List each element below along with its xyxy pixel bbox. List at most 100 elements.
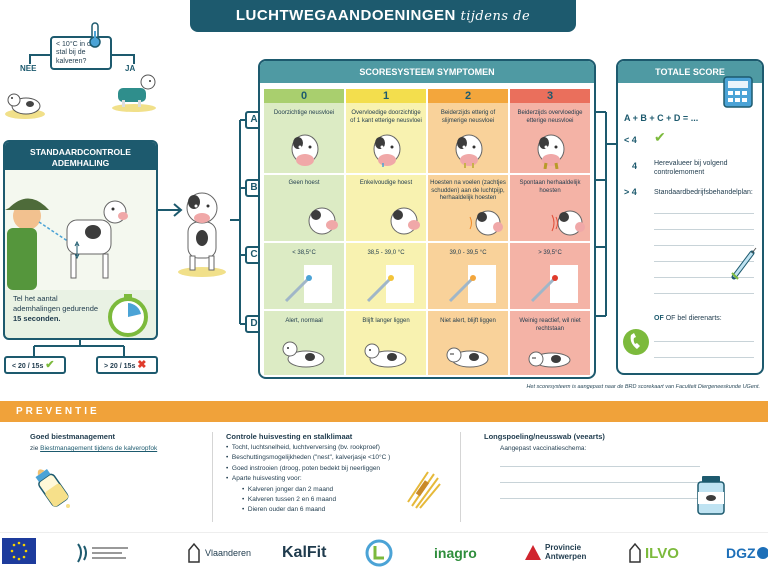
straw-bundle-icon [407,471,441,509]
row-connector [230,119,246,325]
prevention-label: PREVENTIE [16,406,100,417]
cell-b3: Spontaan herhaaldelijk hoesten [519,180,581,194]
thermometer-tail-icon [284,265,332,303]
write-line [654,229,754,230]
calf-coughing-icon [551,210,585,236]
calf-lying-icon [282,341,325,368]
rule-cond-3: > 4 [624,187,637,197]
result-bad: > 20 / 15s ✖ [96,356,158,374]
write-line [654,245,754,246]
phone-icon [623,329,649,355]
cow-face-icon [455,134,483,168]
ilvo-logo: ILVO [628,538,679,568]
write-line [654,341,754,342]
scoring-title: SCORESYSTEEM SYMPTOMEN [260,61,594,83]
write-line [654,293,754,294]
scoring-system-panel: SCORESYSTEEM SYMPTOMEN 0 1 2 3 Doorzicht… [258,59,596,379]
cow-face-icon [537,134,565,169]
vaccine-vial-icon [697,476,725,515]
panel-connector [596,111,616,317]
total-score-panel: TOTALE SCORE A + B + C + D = ... < 4 ✔ 4… [616,59,764,375]
result-ok: < 20 / 15s ✔ [4,356,66,374]
thermometer-icon [89,22,101,48]
temperature-question: < 10°C in de stal bij de kalveren? [50,36,112,70]
calf-head-icon [390,207,420,235]
write-line [654,277,754,278]
write-line [500,498,700,499]
score-header-2: 2 [428,89,508,103]
prevention-bar [0,401,768,422]
farmer-and-calf-illustration [5,170,156,290]
cell-d0: Alert, normaal [285,318,323,324]
arrow-icon [158,203,183,217]
housing-title: Controle huisvesting en stalklimaat [226,432,353,441]
cell-c1: 38,5 - 39,0 °C [367,250,405,256]
row-divider [264,309,590,311]
title-part-3: KALVEROPFOK [323,40,443,57]
housing-item: • Beschuttingsmogelijkheden ("nest", kal… [226,454,391,462]
thermometer-tail-icon [366,265,414,303]
write-line [654,213,754,214]
rule-cond-1: < 4 [624,135,637,145]
cell-a2: Beiderzijds etterig of slijmerige neusvl… [440,110,496,124]
cow-face-icon [291,134,319,166]
score-header-3: 3 [510,89,590,103]
colostrum-link[interactable]: Biestmanagement tijdens de kalveropfok [40,445,158,452]
cell-b2: Hoesten na voelen (zachtjes schudden) aa… [430,180,506,201]
calf-head-icon [308,207,338,235]
calf-lying-icon [364,343,407,368]
title-part-1: LUCHTWEGAANDOENINGEN [235,7,456,24]
column-separator [212,432,213,522]
housing-subitem: • Kalveren jonger dan 2 maand [242,485,334,493]
cell-d2: Niet alert, blijft liggen [440,318,496,324]
eu-flag-logo [2,538,36,564]
cell-d3: Weinig reactief, wil niet rechtstaan [519,318,581,332]
check-icon: ✔ [654,129,666,145]
vaccination-schema-label: Aangepast vaccinatieschema: [500,445,587,452]
cell-a1: Overvloedige doorzichtige of 1 kant ette… [350,110,422,124]
rule-text-2: Herevalueer bij volgend controlemoment [654,160,728,177]
inagro-logo: inagro [434,545,477,561]
partner-round-logo [365,539,393,567]
rule-cond-2: 4 [632,161,638,171]
vet-call-text: OF OF bel dierenarts: [654,315,722,322]
cell-a0: Doorzichtige neusvloei [273,110,335,116]
provincie-antwerpen-logo: Provincie Antwerpen [524,538,605,568]
score-header-0: 0 [264,89,344,103]
calf-coughing-icon [469,210,503,236]
calculator-icon [723,76,753,108]
housing-list: • Tocht, luchtsnelheid, luchtverversing … [226,443,446,516]
housing-item: • Goed instrooien (droog, poten bedekt b… [226,464,381,472]
standard-check-title: STANDAARDCONTROLE ADEMHALING [5,142,156,174]
kalfit-logo: KalFit [282,544,327,561]
syringe-icon [731,247,757,280]
dgz-mark-icon [756,547,768,559]
thermometer-tail-icon [448,265,496,303]
title-part-2: tijdens de [460,9,531,24]
write-line [654,261,754,262]
cell-b1: Enkelvoudige hoest [359,180,413,186]
write-line [500,482,700,483]
rule-text-3: Standaardbedrijfsbehandelplan: [654,189,753,196]
cell-c0: < 38,5°C [292,250,316,256]
calf-lying-icon [5,93,45,119]
triangle-icon [525,545,541,560]
column-separator [460,432,461,522]
check-icon: ✔ [45,359,55,371]
cell-c3: > 39,5°C [538,250,562,256]
calf-lying-icon [446,347,489,368]
milk-bottle-icon [35,469,70,508]
vlaanderen-logo: Vlaanderen [186,538,251,568]
page-title: LUCHTWEGAANDOENINGEN tijdens de KALVEROP… [190,0,576,57]
source-credit: Het scoresysteem is aangepast naar de BR… [526,384,760,390]
colostrum-link-line: zie Biestmanagement tijdens de kalveropf… [30,445,158,452]
dgz-logo: DGZ [726,538,768,568]
lion-icon [188,542,200,563]
calf-standing-icon [178,192,226,277]
cell-a3: Beiderzijds overvloedige etterige neusvl… [517,110,583,124]
score-header-1: 1 [346,89,426,103]
write-line [500,466,700,467]
result-connector [33,338,125,356]
breathing-instruction: Tel het aantal ademhalingen gedurende 15… [13,294,99,324]
standard-breathing-check: STANDAARDCONTROLE ADEMHALING Tel het aan… [3,140,158,340]
